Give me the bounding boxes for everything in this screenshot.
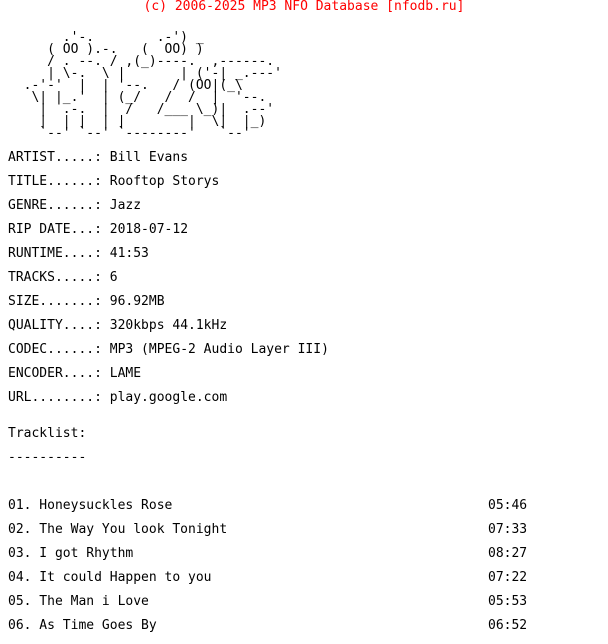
track-row: 04. It could Happen to you 07:22 — [8, 570, 548, 585]
track-title: 02. The Way You look Tonight — [8, 522, 228, 537]
track-title: 03. I got Rhythm — [8, 546, 134, 561]
info-row-size: SIZE.......: 96.92MB — [8, 294, 165, 309]
info-row-url: URL........: play.google.com — [8, 390, 228, 405]
track-duration: 07:33 — [488, 522, 528, 537]
info-row-artist: ARTIST.....: Bill Evans — [8, 150, 189, 165]
track-title: 05. The Man i Love — [8, 594, 149, 609]
track-duration: 05:53 — [488, 594, 528, 609]
tracklist-title: Tracklist: — [8, 426, 87, 441]
track-row: 01. Honeysuckles Rose 05:46 — [8, 498, 548, 513]
track-row: 06. As Time Goes By 06:52 — [8, 618, 548, 633]
track-duration: 05:46 — [488, 498, 528, 513]
track-duration: 07:22 — [488, 570, 528, 585]
info-row-encoder: ENCODER....: LAME — [8, 366, 142, 381]
track-duration: 06:52 — [488, 618, 528, 633]
info-row-title: TITLE......: Rooftop Storys — [8, 174, 220, 189]
info-row-codec: CODEC......: MP3 (MPEG-2 Audio Layer III… — [8, 342, 329, 357]
site-header: (c) 2006-2025 MP3 NFO Database [nfodb.ru… — [143, 0, 465, 14]
release-info: ARTIST.....: Bill Evans TITLE......: Roo… — [0, 150, 608, 416]
info-row-genre: GENRE......: Jazz — [8, 198, 142, 213]
track-title: 04. It could Happen to you — [8, 570, 212, 585]
track-row: 02. The Way You look Tonight 07:33 — [8, 522, 548, 537]
tracklist: Tracklist: ---------- 01. Honeysuckles R… — [0, 426, 608, 644]
track-title: 06. As Time Goes By — [8, 618, 157, 633]
track-title: 01. Honeysuckles Rose — [8, 498, 173, 513]
tracklist-rule: ---------- — [8, 450, 87, 465]
track-duration: 08:27 — [488, 546, 528, 561]
info-row-runtime: RUNTIME....: 41:53 — [8, 246, 149, 261]
ascii-logo-art: .'-. .-') _ ( OO ).-. ( OO) ) / . --. / … — [23, 30, 282, 141]
track-row: 05. The Man i Love 05:53 — [8, 594, 548, 609]
track-row: 03. I got Rhythm 08:27 — [8, 546, 548, 561]
info-row-rip-date: RIP DATE...: 2018-07-12 — [8, 222, 189, 237]
info-row-quality: QUALITY....: 320kbps 44.1kHz — [8, 318, 228, 333]
info-row-tracks: TRACKS.....: 6 — [8, 270, 118, 285]
